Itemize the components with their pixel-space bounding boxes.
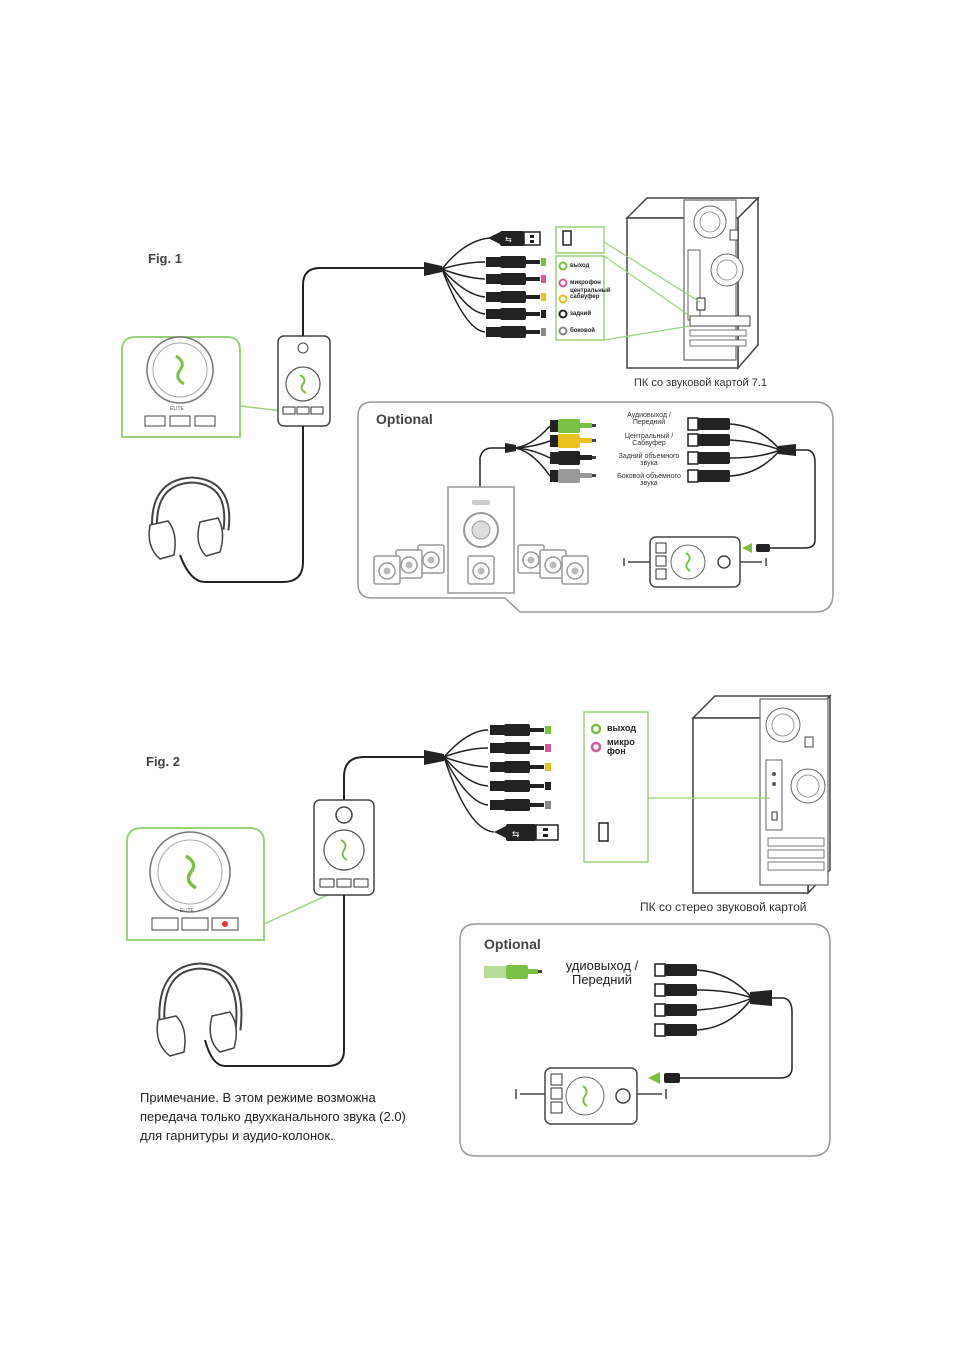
fig2-optional-front-label: удиовыход / Передний (565, 958, 639, 987)
fig2-label: Fig. 2 (146, 754, 180, 769)
svg-text:ELITE: ELITE (180, 908, 195, 914)
fig2-port-mic-label: микро фон (607, 737, 635, 757)
fig2-usb-plug: ⇆ (494, 824, 559, 841)
fig2-optional-box (459, 923, 831, 1157)
fig1-speaker-system (373, 486, 589, 594)
fig1-optional-side-label: Боковой объемного звука (617, 473, 681, 488)
fig1-port-panel (555, 226, 605, 341)
fig1-pc-tower (625, 196, 760, 371)
fig1-audio-plugs (486, 256, 546, 338)
fig1-port-mic-label: микрофон (570, 280, 601, 286)
fig1-optional-title: Optional (376, 411, 433, 427)
fig1-cable-fanout (441, 237, 491, 333)
fig2-optional-cables (484, 963, 793, 1084)
fig1-optional-front-label: Аудиовыход / Передний (627, 412, 671, 427)
svg-text:⇆: ⇆ (512, 830, 520, 840)
fig1-headphones (148, 476, 231, 560)
fig2-optional-control-pod (515, 1067, 667, 1125)
fig1-control-pod (277, 335, 331, 427)
fig1-usb-plug: ⇆ (488, 231, 541, 246)
fig1-port-side-label: боковой (570, 328, 595, 334)
fig2-optional-title: Optional (484, 936, 541, 952)
fig1-control-pod-zoom: ELITE (121, 336, 241, 438)
fig2-note: Примечание. В этом режиме возможна перед… (140, 1090, 406, 1143)
fig2-cable-fanout (443, 729, 495, 833)
fig1-optional-rear-label: Задний объемного звука (618, 453, 680, 468)
fig2-pc-caption: ПК со стерео звуковой картой (640, 900, 807, 914)
fig1-optional-center-label: Центральный / Сабвуфер (624, 433, 674, 448)
fig1-pc-caption: ПК со звуковой картой 7.1 (634, 377, 767, 389)
fig1-optional-control-pod (623, 536, 767, 588)
fig1-optional-cables (479, 417, 816, 553)
fig2-pc-tower (691, 694, 832, 895)
fig1-port-output-label: выход (570, 263, 590, 269)
fig2-control-pod-zoom: ELITE (126, 827, 265, 941)
fig1-label: Fig. 1 (148, 251, 182, 266)
fig2-port-panel (583, 711, 649, 863)
fig2-headphones (156, 962, 243, 1057)
fig2-control-pod (313, 799, 375, 896)
fig1-optional-box (357, 401, 834, 613)
svg-text:⇆: ⇆ (505, 235, 512, 244)
fig2-port-output-label: выход (607, 723, 637, 733)
fig2-audio-plugs (490, 724, 551, 811)
fig1-port-center-label: центральный сабвуфер (570, 288, 611, 301)
svg-text:ELITE: ELITE (170, 406, 185, 412)
fig1-port-rear-label: задний (570, 311, 592, 317)
